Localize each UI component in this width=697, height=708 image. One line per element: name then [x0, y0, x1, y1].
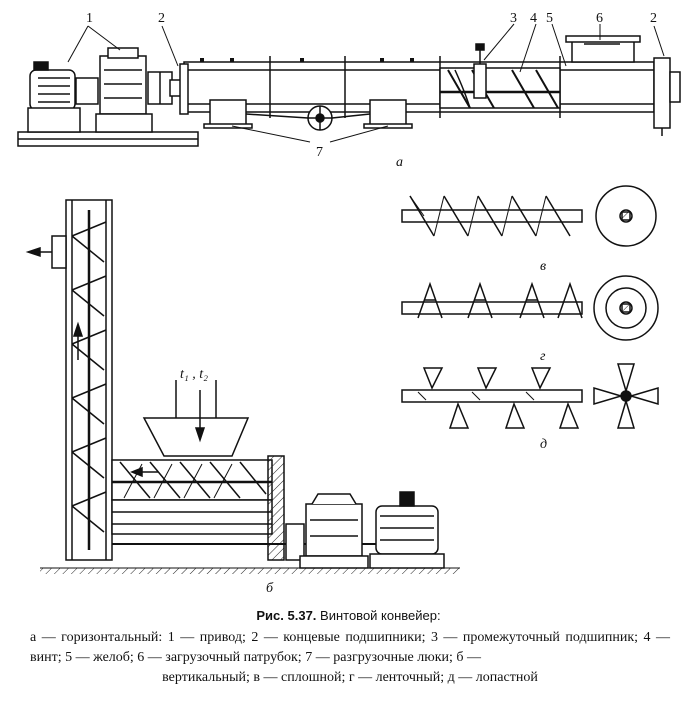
drive-gearbox	[99, 55, 147, 115]
feed-screw-housing	[111, 459, 273, 501]
unloading-hatch-2	[369, 99, 407, 127]
label-view-g: г	[540, 349, 546, 364]
caption-title: Винтовой конвейер:	[320, 608, 441, 623]
screw-conveyor-figure: 1 2 3 4 5 6 2 7 а	[17, 11, 681, 596]
vertical-motor	[375, 505, 439, 555]
vertical-gearbox	[305, 503, 363, 557]
caption-prefix: Рис. 5.37.	[256, 608, 317, 623]
label-view-d: д	[540, 437, 547, 452]
label-view-a: а	[396, 155, 403, 170]
end-bearing-right	[653, 57, 671, 129]
end-bearing-left	[179, 63, 189, 115]
intermediate-bearing	[473, 63, 487, 99]
transfer-gear	[267, 455, 285, 561]
label-trough: 5	[546, 11, 553, 26]
vertical-outlet	[51, 235, 67, 269]
feed-hopper	[142, 417, 250, 457]
outlet-arrow	[25, 246, 52, 258]
legend-line-2: вертикальный; в — сплошной; г — ленточны…	[162, 670, 538, 685]
label-end-bearing-left: 2	[158, 11, 165, 26]
drive-motor	[29, 69, 76, 111]
paddle-screw	[401, 363, 659, 429]
label-view-v: в	[540, 259, 546, 274]
label-drive: 1	[86, 11, 93, 26]
label-hatches: 7	[316, 145, 323, 160]
label-inlet: 6	[596, 11, 603, 26]
label-view-b: б	[266, 581, 274, 596]
figure-legend: а — горизонтальный: 1 — привод; 2 — конц…	[30, 628, 670, 688]
horizontal-conveyor-drawing	[17, 23, 681, 147]
figure-caption: Рис. 5.37. Винтовой конвейер:	[0, 608, 697, 623]
vertical-conveyor-drawing	[40, 199, 460, 574]
label-intermediate-bearing: 3	[510, 11, 517, 26]
ribbon-screw	[401, 275, 659, 341]
legend-line-1: а — горизонтальный: 1 — привод; 2 — конц…	[30, 630, 670, 665]
label-end-bearing-right: 2	[650, 11, 657, 26]
unloading-hatch-1	[209, 99, 247, 127]
label-pitch: t₁ , t₂	[180, 367, 208, 382]
solid-screw	[401, 185, 657, 247]
label-screw: 4	[530, 11, 537, 26]
